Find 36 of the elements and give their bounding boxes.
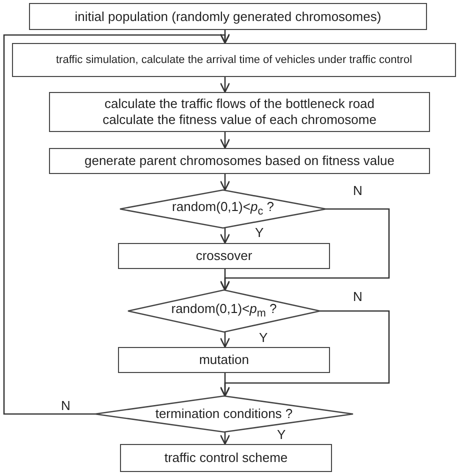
decision-diamond (128, 290, 320, 332)
decision-diamond (120, 190, 326, 228)
arrow (220, 228, 230, 244)
step-text: initial population (randomly generated chromosomes) (74, 8, 382, 24)
arrow (220, 174, 230, 191)
edge-label: Y (276, 428, 287, 442)
arrow (3, 33, 230, 415)
arrow (220, 332, 230, 348)
condition-text: random(0,1)<p$_{m}$ ? (171, 300, 277, 322)
edge-label: N (352, 184, 364, 198)
edge-label: N (352, 290, 364, 304)
edge-label: N (60, 399, 72, 413)
decision-diamond (95, 396, 353, 432)
arrow (220, 77, 230, 93)
step-text: traffic simulation, calculate the arrival time of vehicles under traffic control (56, 53, 412, 68)
condition-text: termination conditions ? (155, 406, 293, 422)
edge-label: Y (254, 226, 265, 240)
arrow (220, 132, 230, 149)
step-text: generate parent chromosomes based on fitness value (84, 153, 395, 169)
process-box (118, 243, 330, 269)
process-box (29, 3, 427, 30)
edge-label: Y (258, 331, 269, 345)
step-text: crossover (196, 248, 252, 264)
step-text: calculate the fitness value of each chromosome (102, 112, 376, 128)
arrow (220, 269, 230, 291)
step-text: traffic control scheme (164, 450, 288, 466)
arrow (220, 432, 230, 445)
condition-text: random(0,1)<p$_{c}$ ? (172, 198, 274, 220)
arrow (220, 373, 230, 397)
process-box (49, 92, 430, 132)
process-box (12, 43, 456, 77)
step-text: mutation (199, 352, 249, 368)
terminal-box (120, 444, 332, 472)
process-box (118, 347, 330, 373)
step-text: calculate the traffic flows of the bottleneck road (104, 96, 375, 112)
process-box (49, 148, 430, 174)
